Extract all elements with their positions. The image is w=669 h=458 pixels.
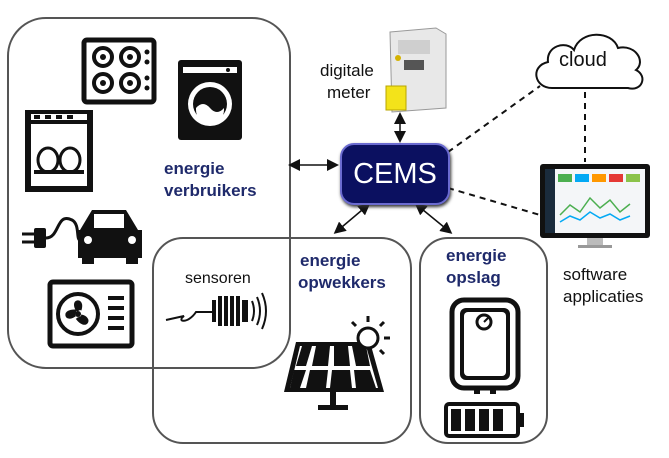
- consumers-label-line1: energie: [164, 159, 225, 178]
- producers-box: [152, 237, 412, 444]
- cloud-icon: [535, 33, 644, 90]
- air-conditioner-icon: [47, 279, 135, 349]
- battery-icon: [444, 402, 524, 438]
- sensor-icon: [165, 292, 267, 330]
- consumers-label-line2: verbruikers: [164, 181, 257, 200]
- meter-label-line2: meter: [327, 83, 371, 102]
- link-software: [447, 187, 541, 216]
- cloud-label: cloud: [559, 49, 607, 71]
- washing-machine-icon: [178, 60, 242, 140]
- software-label-line1: software: [563, 265, 628, 284]
- storage-label-line2: opslag: [446, 268, 501, 287]
- dishwasher-icon: [25, 110, 93, 192]
- sensors-label: sensoren: [185, 270, 251, 287]
- electric-car-icon: [22, 210, 142, 264]
- arrow-producers: [333, 203, 371, 234]
- cems-node: CEMS: [340, 143, 450, 205]
- meter-label-line1: digitale: [320, 61, 374, 80]
- smart-meter-icon: [385, 27, 447, 113]
- cooktop-icon: [81, 37, 157, 105]
- software-label-line2: applicaties: [563, 287, 644, 306]
- producers-label-line2: opwekkers: [298, 273, 386, 292]
- monitor-icon: [540, 164, 650, 248]
- link-cloud: [447, 85, 541, 153]
- producers-label-line1: energie: [300, 251, 361, 270]
- storage-label-line1: energie: [446, 246, 507, 265]
- storage-box: [419, 237, 548, 444]
- solar-panel-icon: [284, 316, 390, 410]
- boiler-icon: [449, 297, 521, 394]
- consumers-box: [7, 17, 291, 369]
- arrow-storage: [414, 203, 453, 234]
